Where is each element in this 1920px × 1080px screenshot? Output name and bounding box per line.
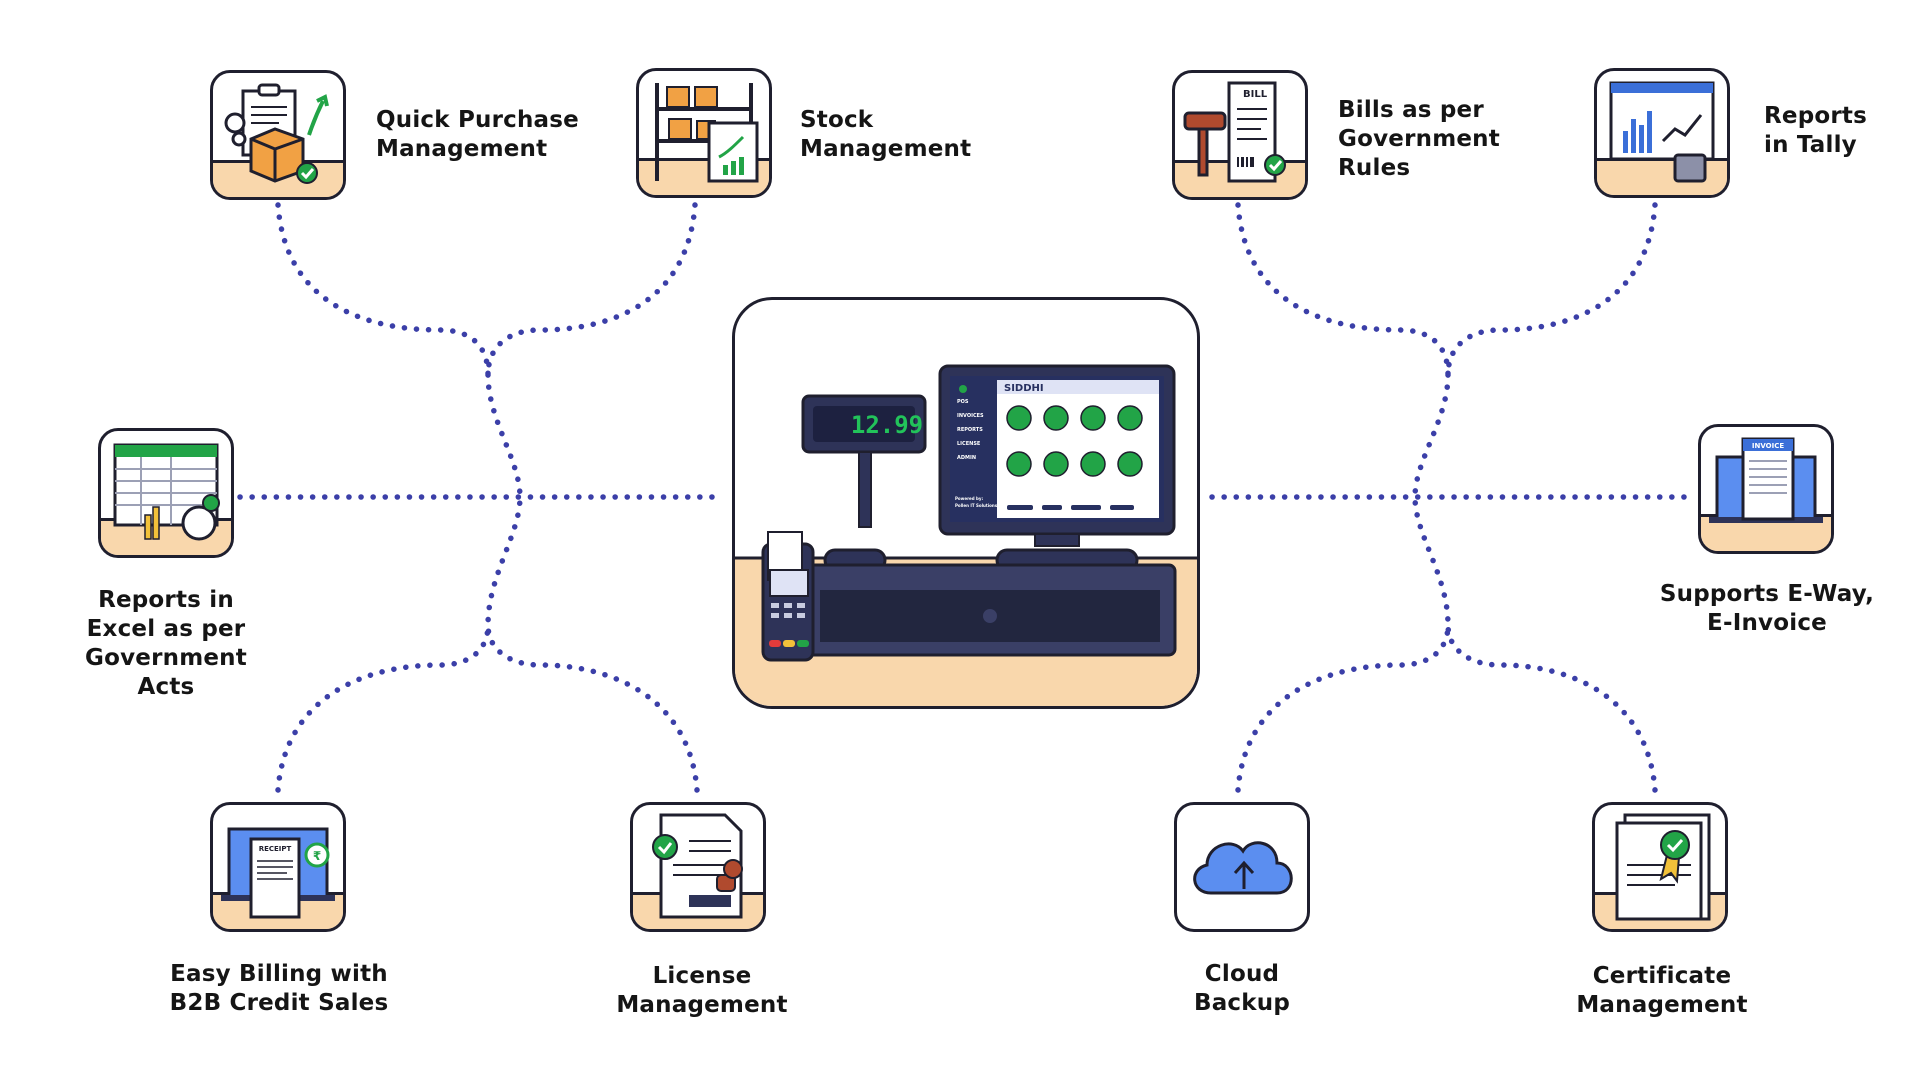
receipt-laptop-icon: RECEIPT ₹ <box>221 827 335 919</box>
menu-reports: REPORTS <box>957 427 983 433</box>
pos-terminal-panel: 12.99 SIDDHI POS INVOICES REPORTS LICENS… <box>732 297 1200 709</box>
gavel-bill-icon: BILL <box>1183 81 1286 183</box>
certificate-ribbon-icon <box>1615 813 1711 921</box>
excel-tile <box>98 428 234 558</box>
link-trunk-left-top <box>485 372 523 628</box>
billing-tile: RECEIPT ₹ <box>210 802 346 932</box>
link-license <box>485 622 700 793</box>
license-tile <box>630 802 766 932</box>
certificate-tile <box>1592 802 1728 932</box>
warehouse-shelf-icon <box>655 83 759 183</box>
clipboard-box-icon <box>224 83 329 184</box>
price-display: 12.99 <box>851 411 923 439</box>
tally-tile <box>1594 68 1730 198</box>
link-billing <box>275 622 491 793</box>
stamp-document-icon <box>652 813 743 919</box>
screen-title: SIDDHI <box>1004 383 1044 394</box>
powered-by-company: Pollen IT Solutions Pvt Ltd <box>955 503 1015 508</box>
eway-tile: INVOICE <box>1698 424 1834 554</box>
rupee-icon: ₹ <box>313 849 321 863</box>
link-certificate <box>1445 622 1658 793</box>
receipt-tag: RECEIPT <box>259 845 292 853</box>
invoice-tag: INVOICE <box>1752 442 1784 450</box>
invoice-laptop-icon: INVOICE <box>1709 437 1823 523</box>
pos-terminal-illustration: 12.99 SIDDHI POS INVOICES REPORTS LICENS… <box>735 364 1197 706</box>
spreadsheet-icon <box>113 443 220 541</box>
menu-license: LICENSE <box>957 441 981 447</box>
bills-tile: BILL <box>1172 70 1308 200</box>
link-stock <box>485 202 698 378</box>
menu-pos: POS <box>957 399 969 405</box>
link-cloud <box>1235 622 1451 793</box>
link-bills <box>1235 202 1451 378</box>
powered-by-label: Powered by: <box>955 496 984 501</box>
eway-label: Supports E-Way,E-Invoice <box>1659 581 1875 636</box>
link-quick-purchase <box>275 202 491 378</box>
menu-admin: ADMIN <box>957 455 976 461</box>
chart-calculator-icon <box>1609 81 1715 183</box>
link-trunk-right <box>1412 372 1451 628</box>
stock-tile <box>636 68 772 198</box>
cloud-tile <box>1174 802 1310 932</box>
quick-purchase-tile <box>210 70 346 200</box>
menu-invoices: INVOICES <box>957 413 984 419</box>
cloud-upload-icon <box>1193 841 1293 895</box>
bill-tag: BILL <box>1243 89 1268 100</box>
link-tally <box>1445 202 1658 378</box>
